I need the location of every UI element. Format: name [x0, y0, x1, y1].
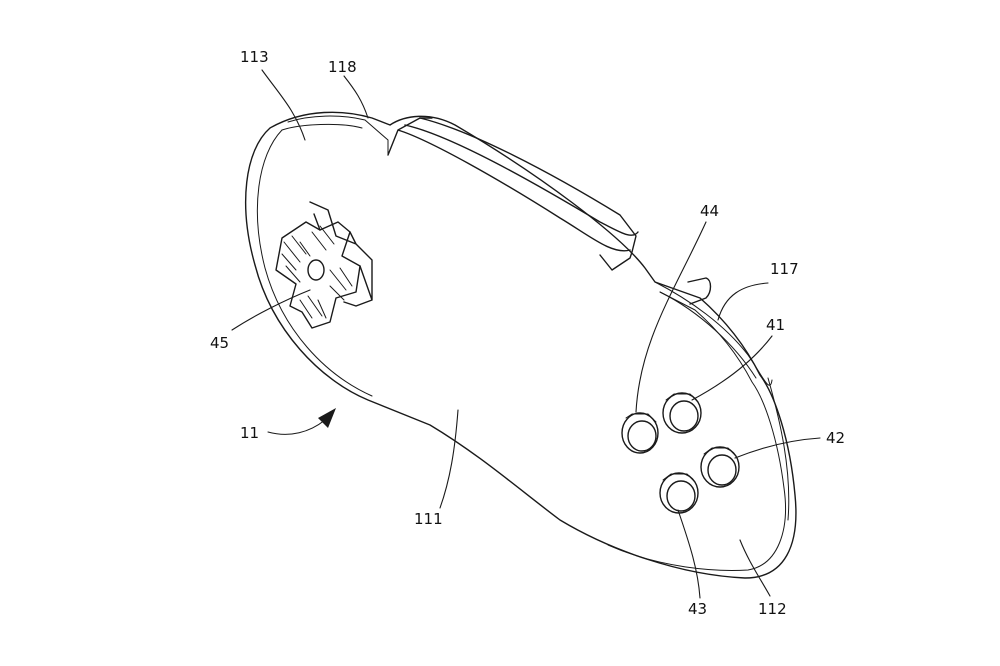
label-111: 111 — [414, 510, 443, 528]
label-11: 11 — [240, 424, 259, 442]
leader-41 — [691, 335, 773, 401]
button-41 — [662, 392, 702, 434]
leader-42 — [734, 437, 821, 459]
d-pad-front-face — [275, 221, 361, 329]
label-113: 113 — [240, 48, 269, 66]
top-shoulder-rail — [404, 117, 639, 271]
label-45: 45 — [210, 334, 229, 352]
label-117: 117 — [770, 260, 799, 278]
d-pad-raised-face — [309, 201, 373, 307]
leader-44 — [635, 221, 707, 413]
leader-11-arrow — [267, 419, 326, 435]
label-44: 44 — [700, 202, 719, 220]
leader-111 — [439, 409, 459, 509]
leader-43 — [677, 509, 701, 599]
label-118: 118 — [328, 58, 357, 76]
button-42 — [700, 446, 740, 488]
label-42: 42 — [826, 429, 845, 447]
controller-outer-outline — [244, 111, 797, 579]
label-112: 112 — [758, 600, 787, 618]
leader-113 — [261, 69, 306, 141]
d-pad — [275, 201, 373, 329]
controller-body — [244, 111, 797, 579]
right-shoulder-stub — [687, 277, 712, 305]
leader-lines — [231, 69, 821, 599]
controller-front-face-edge — [256, 129, 786, 571]
top-ridge-notch — [387, 117, 631, 252]
leader-117 — [717, 282, 769, 321]
button-44 — [621, 412, 659, 454]
arrow-head-11 — [318, 408, 336, 428]
face-buttons — [621, 392, 740, 514]
leader-45 — [231, 289, 311, 331]
right-lobe-rim — [654, 281, 790, 521]
button-43 — [659, 472, 699, 514]
leader-118 — [343, 75, 369, 119]
d-pad-center-pivot — [307, 259, 325, 281]
leader-112 — [739, 539, 771, 597]
label-41: 41 — [766, 316, 785, 334]
reference-numerals: 113 118 44 117 41 42 45 11 111 43 112 — [210, 48, 845, 618]
label-43: 43 — [688, 600, 707, 618]
d-pad-cross-hatch — [281, 225, 353, 319]
